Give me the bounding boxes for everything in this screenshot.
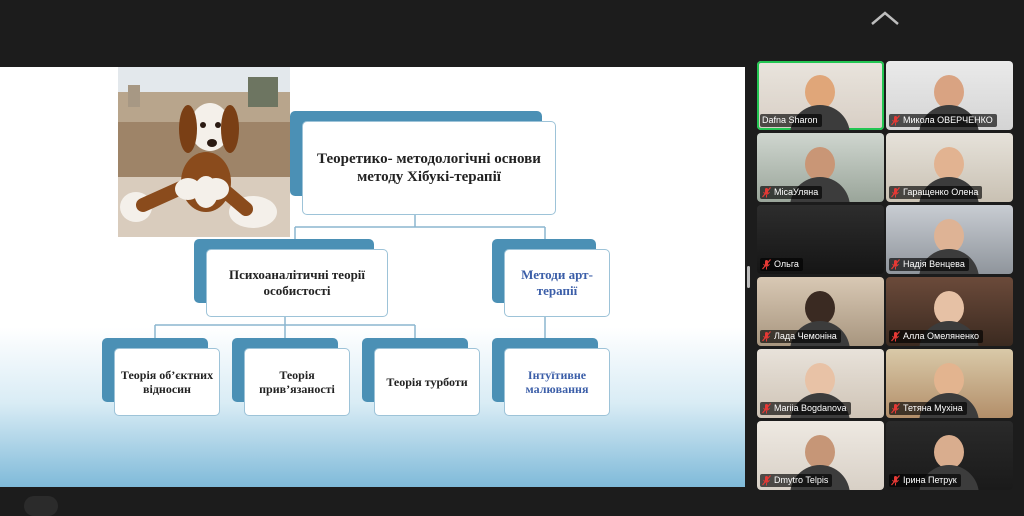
participant-tile[interactable]: Алла Омеляненко [886, 277, 1013, 346]
participant-tile[interactable]: МісаУляна [757, 133, 884, 202]
participant-tile[interactable]: Ольга [757, 205, 884, 274]
participant-video-face [934, 75, 964, 109]
participant-name-text: Ірина Петрук [903, 475, 957, 485]
shared-slide: Теоретико- методологічні основи методу Х… [0, 67, 745, 487]
mic-muted-icon [891, 187, 900, 198]
root-node-text: Теоретико- методологічні основи методу Х… [302, 121, 556, 215]
toolbar-toggle-button[interactable] [24, 496, 58, 516]
leaf-node-text: Теорія об’єктних відносин [114, 348, 220, 416]
participant-name-text: Надія Венцева [903, 259, 965, 269]
collapse-chevron-icon[interactable] [870, 10, 900, 26]
participant-name-text: Dmytro Telpis [774, 475, 829, 485]
panel-splitter-handle[interactable] [747, 266, 750, 288]
participant-tile[interactable]: Mariia Bogdanova [757, 349, 884, 418]
participant-name-label: Ірина Петрук [889, 474, 961, 487]
leaf-node-text: Інтуїтивне малювання [504, 348, 610, 416]
participant-video-face [934, 219, 964, 253]
participant-tile[interactable]: Dafna Sharon [757, 61, 884, 130]
participant-name-label: Dafna Sharon [760, 114, 822, 127]
participant-name-label: Тетяна Мухіна [889, 402, 967, 415]
participant-name-text: МісаУляна [774, 187, 819, 197]
leaf-node-text: Теорія прив’язаності [244, 348, 350, 416]
participant-video-face [934, 291, 964, 325]
mic-muted-icon [762, 475, 771, 486]
participant-tile[interactable]: Ірина Петрук [886, 421, 1013, 490]
participant-name-text: Mariia Bogdanova [774, 403, 847, 413]
mic-muted-icon [891, 259, 900, 270]
participant-name-text: Тетяна Мухіна [903, 403, 963, 413]
leaf-node-text: Теорія турботи [374, 348, 480, 416]
participant-video-face [934, 147, 964, 181]
participant-video-face [934, 435, 964, 469]
participant-video-face [805, 363, 835, 397]
mic-muted-icon [891, 475, 900, 486]
mic-muted-icon [762, 187, 771, 198]
mic-muted-icon [891, 115, 900, 126]
participant-video-face [805, 147, 835, 181]
participant-tile[interactable]: Dmytro Telpis [757, 421, 884, 490]
participant-video-face [934, 363, 964, 397]
participant-name-label: Гаращенко Олена [889, 186, 983, 199]
participant-name-text: Гаращенко Олена [903, 187, 979, 197]
participant-tile[interactable]: Лада Чемоніна [757, 277, 884, 346]
mic-muted-icon [762, 259, 771, 270]
participant-name-label: Dmytro Telpis [760, 474, 833, 487]
participant-name-label: МісаУляна [760, 186, 823, 199]
mic-muted-icon [891, 331, 900, 342]
participant-tile[interactable]: Микола ОВЕРЧЕНКО [886, 61, 1013, 130]
participant-name-text: Алла Омеляненко [903, 331, 980, 341]
right-branch-text: Методи арт-терапії [504, 249, 610, 317]
participant-name-label: Лада Чемоніна [760, 330, 841, 343]
participant-tile[interactable]: Тетяна Мухіна [886, 349, 1013, 418]
participant-name-label: Алла Омеляненко [889, 330, 984, 343]
participant-video-face [805, 291, 835, 325]
participant-video-face [805, 435, 835, 469]
participant-name-text: Микола ОВЕРЧЕНКО [903, 115, 993, 125]
participant-name-label: Надія Венцева [889, 258, 969, 271]
mic-muted-icon [891, 403, 900, 414]
participant-video-face [805, 75, 835, 109]
participant-tile[interactable]: Гаращенко Олена [886, 133, 1013, 202]
slide-photo [118, 67, 290, 237]
participant-name-label: Микола ОВЕРЧЕНКО [889, 114, 997, 127]
participant-tile[interactable]: Надія Венцева [886, 205, 1013, 274]
mic-muted-icon [762, 403, 771, 414]
participant-name-label: Mariia Bogdanova [760, 402, 851, 415]
left-branch-text: Психоаналітичні теорії особистості [206, 249, 388, 317]
participant-name-label: Ольга [760, 258, 803, 271]
participant-name-text: Dafna Sharon [762, 115, 818, 125]
participant-name-text: Ольга [774, 259, 799, 269]
mic-muted-icon [762, 331, 771, 342]
participant-name-text: Лада Чемоніна [774, 331, 837, 341]
